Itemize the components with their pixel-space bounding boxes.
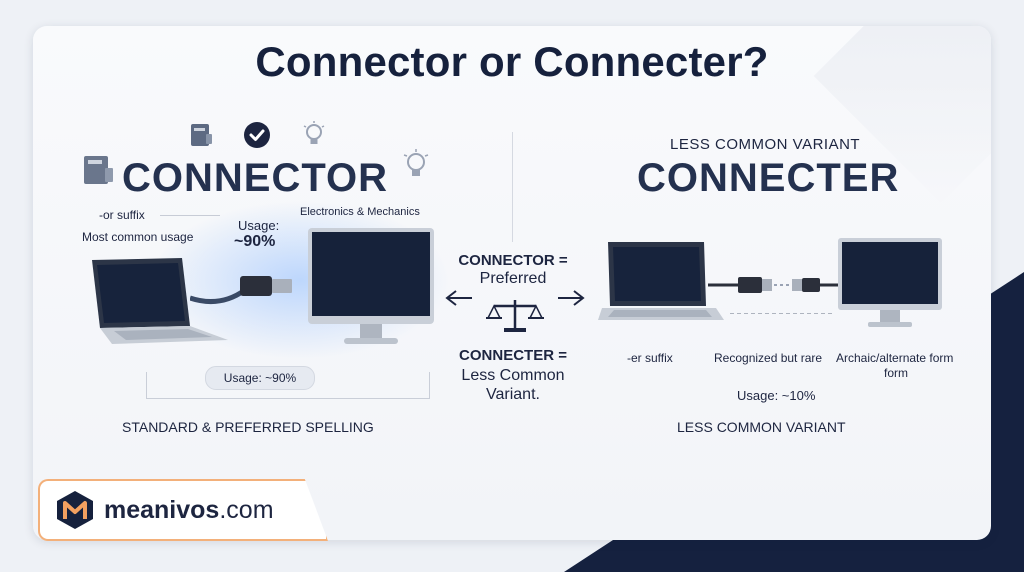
er-suffix-label: -er suffix bbox=[627, 351, 673, 365]
book-icon bbox=[191, 124, 212, 146]
archaic-label: Archaic/alternate form bbox=[836, 351, 954, 365]
usage-pill: Usage: ~90% bbox=[205, 366, 315, 390]
lightbulb-large-icon bbox=[403, 149, 429, 176]
monitor-illustration bbox=[308, 228, 434, 344]
center-divider bbox=[512, 132, 513, 242]
laptop-illustration bbox=[92, 258, 228, 344]
usage-rare-label: Usage: ~10% bbox=[737, 388, 816, 403]
recognized-rare-label: Recognized but rare bbox=[714, 351, 823, 365]
field-label: Electronics & Mechanics bbox=[300, 206, 420, 218]
leader-line bbox=[160, 215, 220, 216]
connector-word: CONNECTOR bbox=[122, 156, 389, 200]
dictionary-icon bbox=[84, 156, 113, 184]
brand-name[interactable]: meanivos.com bbox=[104, 496, 274, 525]
less-common-label: Less Common bbox=[461, 367, 565, 384]
laptop-illustration-right bbox=[598, 242, 724, 320]
connector-equals: CONNECTOR = bbox=[458, 252, 568, 269]
preferred-label: Preferred bbox=[479, 270, 547, 287]
connecter-equals: CONNECTER = bbox=[459, 347, 567, 364]
brand-logo-icon bbox=[57, 491, 93, 529]
lightbulb-icon bbox=[303, 121, 325, 144]
connector-cable-right bbox=[708, 277, 838, 293]
hdmi-cable bbox=[190, 276, 292, 305]
connecter-word: CONNECTER bbox=[637, 156, 900, 200]
page-title: Connector or Connecter? bbox=[255, 38, 769, 85]
monitor-illustration-right bbox=[838, 238, 942, 327]
usage-label: Usage: bbox=[238, 218, 280, 233]
usage-bracket bbox=[146, 372, 430, 399]
main-card bbox=[33, 26, 991, 540]
or-suffix-label: -or suffix bbox=[99, 208, 145, 222]
dashed-leader bbox=[730, 313, 835, 314]
left-caption: STANDARD & PREFERRED SPELLING bbox=[122, 419, 374, 435]
brand-name-tld: .com bbox=[219, 496, 274, 524]
most-common-label: Most common usage bbox=[82, 230, 194, 244]
brand-name-main: meanivos bbox=[104, 496, 220, 524]
right-caption: LESS COMMON VARIANT bbox=[677, 419, 846, 435]
right-overline: LESS COMMON VARIANT bbox=[670, 136, 861, 153]
usage-value: ~90% bbox=[234, 233, 276, 250]
arrows-and-scale bbox=[445, 290, 585, 332]
variant-label: Variant. bbox=[486, 386, 540, 403]
checkmark-icon bbox=[244, 122, 270, 148]
archaic-label-2: form bbox=[884, 366, 908, 380]
